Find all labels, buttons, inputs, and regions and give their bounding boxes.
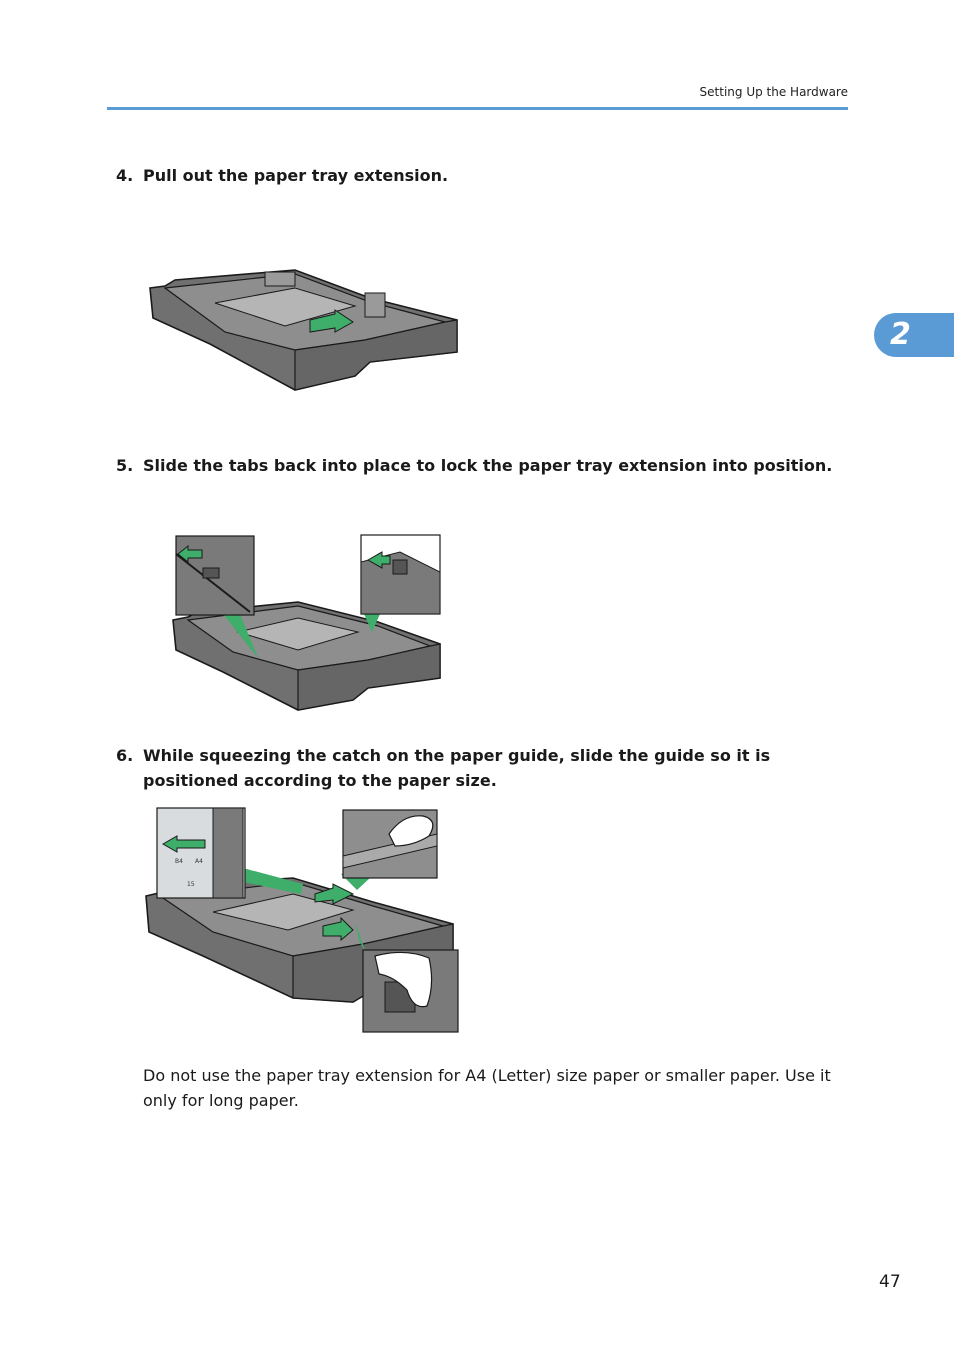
step-text: Pull out the paper tray extension. — [143, 166, 449, 185]
step-number: 5. — [116, 456, 134, 475]
chapter-number: 2 — [890, 317, 911, 352]
scale-label-15: 15 — [187, 881, 195, 888]
step-number: 4. — [116, 166, 134, 185]
running-header: Setting Up the Hardware — [699, 85, 848, 99]
tray-illustration-step-6: B4 A4 15 — [145, 807, 459, 1033]
step-text: Slide the tabs back into place to lock t… — [143, 456, 833, 475]
scale-label-a4: A4 — [195, 858, 203, 865]
tray-illustration-step-5 — [172, 534, 441, 711]
tray-illustration-step-4 — [149, 269, 458, 391]
step-text: While squeezing the catch on the paper g… — [143, 746, 771, 790]
scale-label-b4: B4 — [175, 858, 183, 865]
step-number: 6. — [116, 746, 134, 765]
note-text: Do not use the paper tray extension for … — [143, 1066, 831, 1110]
header-rule — [107, 107, 848, 110]
chapter-tab: 2 — [874, 313, 954, 357]
page-number: 47 — [879, 1272, 901, 1292]
